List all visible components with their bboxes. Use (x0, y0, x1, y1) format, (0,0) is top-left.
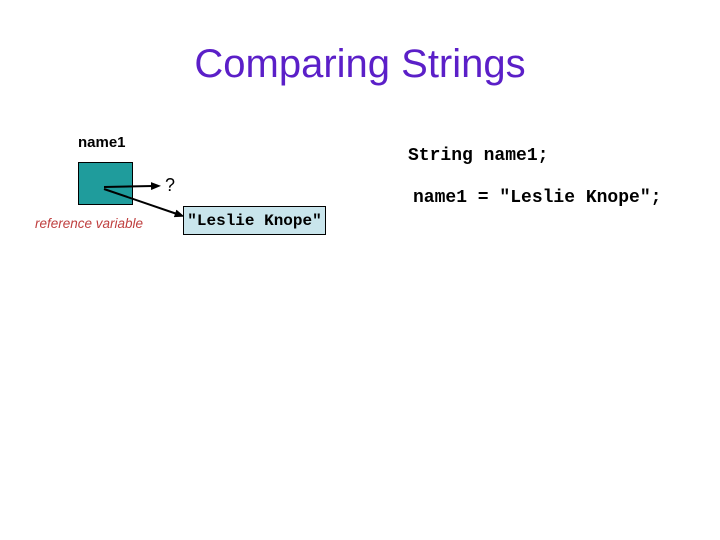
reference-variable-box (78, 162, 133, 205)
string-literal-text: "Leslie Knope" (187, 211, 322, 230)
string-value-box: "Leslie Knope" (183, 206, 326, 235)
variable-name-label: name1 (78, 134, 126, 151)
slide-title: Comparing Strings (194, 42, 526, 86)
unknown-pointer-label: ? (165, 175, 176, 195)
code-line-assignment: name1 = "Leslie Knope"; (413, 188, 662, 208)
code-line-declaration: String name1; (408, 146, 549, 166)
reference-variable-caption: reference variable (35, 216, 144, 231)
